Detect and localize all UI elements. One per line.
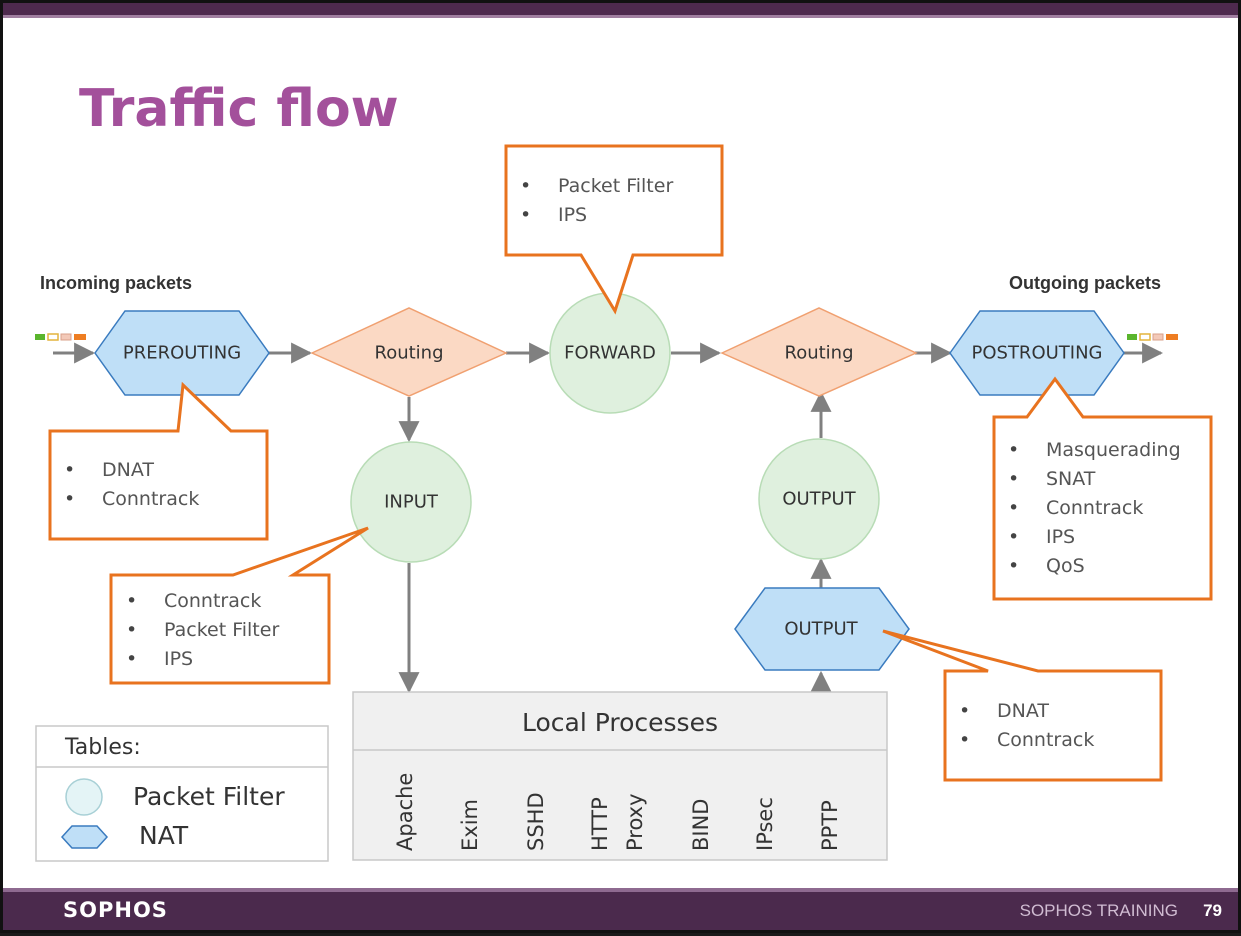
forward-label: FORWARD (564, 342, 656, 364)
output-nat-label: OUTPUT (784, 618, 858, 640)
prerouting-hexagon (94, 310, 270, 396)
legend-nat-label: NAT (139, 821, 189, 850)
output-filter-label: OUTPUT (782, 488, 856, 510)
legend-hexagon-icon (60, 825, 109, 849)
routing-right-diamond (720, 307, 918, 397)
top-bar-line (3, 15, 1238, 18)
process-http: HTTP (588, 797, 612, 851)
legend-packet-filter-label: Packet Filter (133, 782, 285, 811)
list-item: SNAT (1008, 465, 1181, 494)
list-item: IPS (520, 201, 673, 230)
process-bind: BIND (689, 798, 713, 851)
sophos-logo: SOPHOS (63, 898, 168, 922)
list-item: Conntrack (1008, 494, 1181, 523)
incoming-packets-label: Incoming packets (40, 273, 193, 293)
callout-prerouting-list: DNAT Conntrack (64, 456, 199, 514)
local-processes-box (352, 691, 888, 861)
outgoing-packets-label: Outgoing packets (1009, 273, 1162, 293)
footer-bar: SOPHOS SOPHOS TRAINING 79 (3, 892, 1238, 930)
process-proxy: Proxy (623, 793, 647, 851)
callout-forward-list: Packet Filter IPS (520, 172, 673, 230)
routing-left-label: Routing (374, 342, 444, 364)
slide-title: Traffic flow (79, 79, 399, 139)
input-label: INPUT (384, 491, 438, 513)
list-item: IPS (1008, 523, 1181, 552)
callout-postrouting-list: Masquerading SNAT Conntrack IPS QoS (1008, 436, 1181, 581)
list-item: QoS (1008, 552, 1181, 581)
legend-title: Tables: (65, 735, 141, 760)
list-item: Conntrack (126, 587, 279, 616)
routing-left-diamond (310, 307, 508, 397)
callout-input-list: Conntrack Packet Filter IPS (126, 587, 279, 674)
process-sshd: SSHD (524, 792, 548, 851)
postrouting-hexagon (949, 310, 1125, 396)
output-filter-circle (758, 438, 880, 560)
callout-output-nat-list: DNAT Conntrack (959, 697, 1094, 755)
list-item: Conntrack (64, 485, 199, 514)
list-item: Packet Filter (126, 616, 279, 645)
top-bar (3, 3, 1238, 15)
list-item: IPS (126, 645, 279, 674)
process-exim: Exim (458, 799, 482, 851)
process-ipsec: IPsec (753, 797, 777, 851)
postrouting-label: POSTROUTING (971, 342, 1103, 364)
list-item: Masquerading (1008, 436, 1181, 465)
page-number: 79 (1203, 901, 1222, 920)
local-processes-title: Local Processes (522, 708, 718, 737)
routing-right-label: Routing (784, 342, 854, 364)
process-pptp: PPTP (818, 800, 842, 851)
incoming-packet-icon (35, 333, 86, 341)
list-item: Conntrack (959, 726, 1094, 755)
footer-line (3, 888, 1238, 892)
footer-training-text: SOPHOS TRAINING (1019, 901, 1178, 920)
prerouting-label: PREROUTING (122, 342, 242, 364)
output-nat-hexagon (734, 587, 910, 671)
list-item: DNAT (64, 456, 199, 485)
legend-circle-icon (65, 778, 103, 816)
flow-arrows (53, 342, 1164, 694)
list-item: Packet Filter (520, 172, 673, 201)
outgoing-packet-icon (1127, 333, 1178, 341)
list-item: DNAT (959, 697, 1094, 726)
input-circle (350, 441, 472, 563)
process-apache: Apache (393, 772, 417, 851)
